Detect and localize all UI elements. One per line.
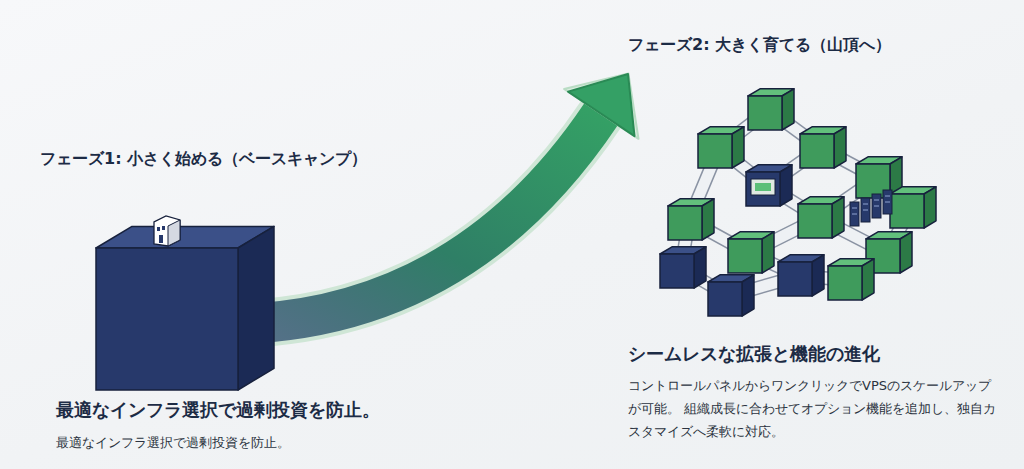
cube	[668, 199, 714, 240]
cube-front	[96, 248, 238, 390]
cube-front	[890, 194, 924, 228]
shape	[885, 196, 890, 197]
cube-side	[832, 197, 844, 238]
cube-side	[702, 199, 714, 240]
cube-side	[694, 247, 706, 288]
cube-side	[238, 226, 274, 390]
shape	[154, 216, 180, 246]
phase-body: コントロールパネルからワンクリックでVPSのスケールアップが可能。 組織成長に合…	[628, 374, 1003, 443]
shape	[168, 220, 180, 246]
cube	[778, 255, 824, 296]
cube-front	[798, 204, 832, 238]
arrow-body	[242, 114, 601, 324]
cube	[890, 187, 936, 228]
shape	[157, 227, 160, 231]
cube-front	[728, 239, 762, 273]
growth-arrow	[242, 73, 639, 324]
shape	[852, 214, 857, 215]
cube-front	[748, 96, 782, 130]
shape	[755, 183, 771, 191]
shape	[874, 200, 879, 201]
cube	[708, 275, 754, 316]
cube	[96, 226, 274, 390]
shape	[852, 208, 857, 209]
phase-subheading: シームレスな拡張と機能の進化	[628, 342, 880, 366]
phase-panel: フェーズ2: 大きく育てる（山頂へ） シームレスな拡張と機能の進化コントロールパネ…	[628, 34, 1013, 454]
shape	[874, 206, 879, 207]
shape	[162, 226, 165, 230]
cube-front	[800, 134, 834, 168]
cube-side	[762, 232, 774, 273]
cube	[660, 247, 706, 288]
phase-heading: フェーズ2: 大きく育てる（山頂へ）	[628, 34, 891, 56]
cube-side	[812, 255, 824, 296]
cube	[828, 259, 874, 300]
cube-front	[778, 262, 812, 296]
shape	[159, 235, 163, 243]
phase-subheading: 最適なインフラ選択で過剰投資を防止。	[56, 398, 380, 422]
cube-side	[780, 165, 792, 206]
base-cube	[92, 214, 292, 394]
cube-side	[742, 275, 754, 316]
monitor-icon	[751, 179, 775, 195]
phase-heading: フェーズ1: 小さく始める（ベースキャンプ）	[40, 148, 367, 170]
shape	[850, 202, 859, 226]
building-icon	[154, 216, 180, 246]
cube-front	[698, 134, 732, 168]
phase-panel: フェーズ1: 小さく始める（ベースキャンプ） 最適なインフラ選択で過剰投資を防止。…	[40, 148, 440, 458]
cube-side	[900, 232, 912, 273]
cube-front	[668, 206, 702, 240]
cube-front	[660, 254, 694, 288]
cube-side	[732, 127, 744, 168]
cube-front	[746, 172, 780, 206]
arrow-glow	[242, 114, 601, 324]
arrow-head	[568, 74, 634, 136]
cube-side	[834, 127, 846, 168]
cube-side	[862, 259, 874, 300]
cube-network	[628, 34, 948, 334]
cube-front	[708, 282, 742, 316]
cube	[698, 127, 744, 168]
shape	[861, 198, 870, 222]
shape	[863, 204, 868, 205]
shape	[885, 202, 890, 203]
cube	[748, 89, 794, 130]
shape	[863, 210, 868, 211]
cube	[800, 127, 846, 168]
shape	[751, 179, 775, 195]
cube-side	[782, 89, 794, 130]
cube	[798, 197, 844, 238]
arrow-head	[564, 73, 638, 138]
cube	[746, 165, 792, 206]
phase-note: 最適なインフラ選択で過剰投資を防止。	[56, 431, 290, 454]
cube-front	[828, 266, 862, 300]
cube	[728, 232, 774, 273]
pipes	[681, 110, 911, 296]
server-rack	[850, 190, 892, 226]
shape	[872, 194, 881, 218]
shape	[883, 190, 892, 214]
cube-side	[924, 187, 936, 228]
